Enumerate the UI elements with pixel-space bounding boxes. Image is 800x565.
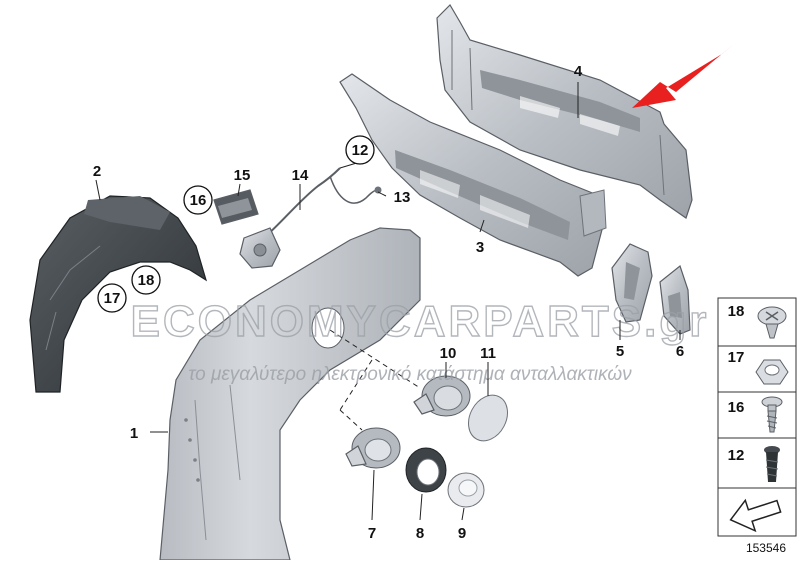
callout-17-circle	[97, 283, 127, 313]
filler-housing-7	[345, 427, 401, 469]
filler-cap-9	[447, 472, 485, 508]
callouts: 1 2 3 4 5 6 7 8 9 10 11 12 13 14 15 16 1…	[93, 63, 684, 542]
seal-ring-8	[405, 447, 447, 493]
side-panel	[159, 227, 421, 561]
expanding-rivet-icon	[764, 446, 780, 482]
legend-number-18: 18	[728, 303, 745, 320]
callout-12: 12	[352, 142, 369, 159]
wheel-arch-liner	[29, 195, 208, 393]
screw-clip-icon	[757, 306, 787, 339]
callout-6: 6	[676, 343, 684, 360]
callout-17: 17	[104, 290, 121, 307]
bracket-5	[611, 243, 653, 323]
tether-13	[329, 175, 382, 204]
bolt-screw-icon	[761, 396, 783, 433]
callout-14: 14	[292, 167, 309, 184]
callout-1: 1	[130, 425, 138, 442]
callout-2: 2	[93, 163, 101, 180]
legend-number-17: 17	[728, 349, 745, 366]
callout-5: 5	[616, 343, 624, 360]
watermark-tagline: το μεγαλύτερο ηλεκτρονικό κατάστημα αντα…	[188, 364, 632, 385]
callout-4: 4	[574, 63, 583, 80]
legend-arrow-icon	[729, 498, 782, 533]
callout-15: 15	[234, 167, 251, 184]
filler-housing-10	[413, 375, 471, 417]
callout-12-circle	[345, 135, 375, 165]
fuel-flap-11	[468, 394, 508, 442]
callout-18: 18	[138, 272, 155, 289]
legend-number-12: 12	[728, 447, 745, 464]
callout-13: 13	[394, 189, 411, 206]
flap-actuator	[239, 167, 341, 269]
watermark-brand: ECONOMYCARPARTS.gr	[131, 297, 710, 346]
hardware-legend: 18 17 16 12	[717, 297, 797, 537]
hex-nut-icon	[755, 359, 789, 385]
callout-11: 11	[480, 345, 496, 362]
callout-7: 7	[368, 525, 376, 542]
legend-cell-4	[717, 437, 797, 489]
rear-panel-upper	[436, 4, 693, 219]
legend-number-16: 16	[728, 399, 745, 416]
legend-cell-3	[717, 391, 797, 439]
bracket-6	[659, 264, 691, 335]
diagram-id: 153546	[746, 541, 786, 555]
callout-9: 9	[458, 525, 466, 542]
callout-10: 10	[440, 345, 457, 362]
callout-18-circle	[131, 265, 161, 295]
callout-16: 16	[190, 192, 207, 209]
callout-3: 3	[476, 239, 484, 256]
rear-panel-lower	[339, 73, 607, 277]
bracket-15	[213, 189, 259, 225]
leader-lines	[95, 82, 681, 521]
callout-8: 8	[416, 525, 424, 542]
red-pointer-arrow	[632, 44, 734, 108]
callout-16-circle	[183, 185, 213, 215]
